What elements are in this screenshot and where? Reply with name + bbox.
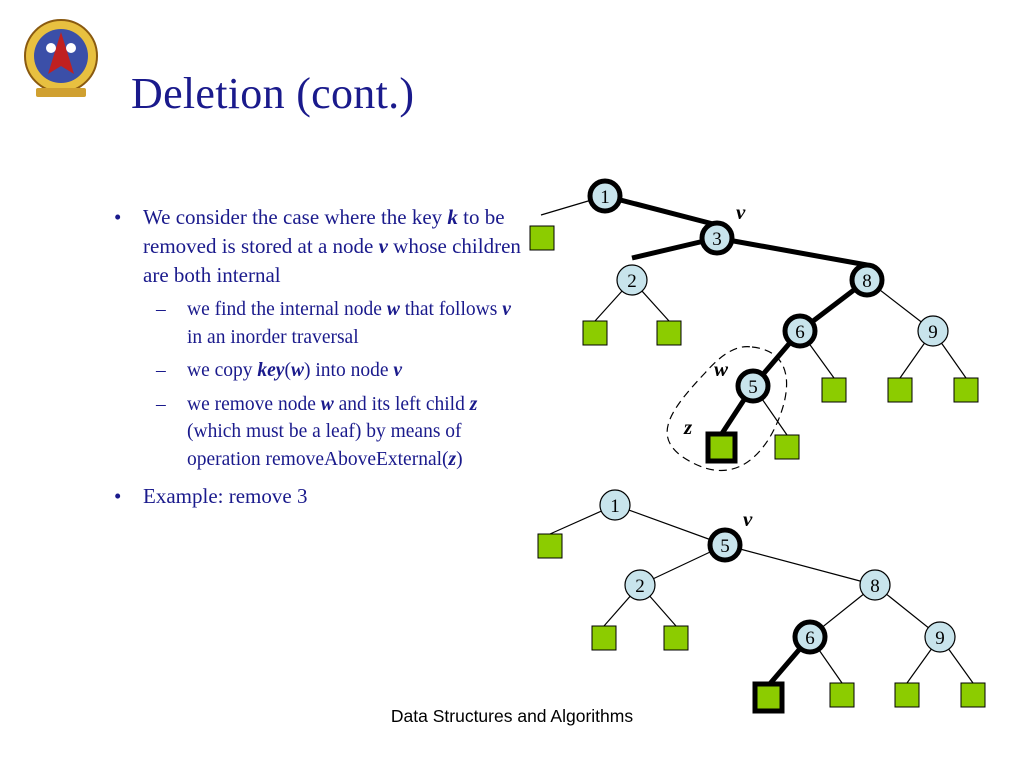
leaf-node-z <box>705 431 738 464</box>
bullet-text: we remove node <box>187 393 321 415</box>
bullet-text: ) into node <box>303 360 394 381</box>
node-label: 6 <box>795 322 805 343</box>
node-label: 1 <box>600 187 610 208</box>
leaf-node <box>582 320 608 346</box>
node-label: 2 <box>627 271 637 292</box>
bullet-text: in an inorder traversal <box>187 326 359 348</box>
leaf-node <box>887 377 913 403</box>
dash-marker: – <box>156 360 166 381</box>
leaf-node <box>774 434 800 460</box>
bullet-item: • We consider the case where the key k t… <box>104 203 524 290</box>
dashed-region <box>666 346 788 472</box>
institute-logo <box>24 19 98 97</box>
label-w: w <box>714 357 729 381</box>
sub-bullet-item: – we copy key(w) into node v <box>104 357 524 385</box>
var-v: v <box>502 299 511 320</box>
tree-node <box>735 368 771 404</box>
node-label: 1 <box>610 496 620 517</box>
tree-after: 1 5 2 8 6 9 v <box>537 489 986 714</box>
dash-marker: – <box>156 299 166 320</box>
bullet-list: • We consider the case where the key k t… <box>104 203 524 511</box>
tree-node <box>917 315 949 347</box>
leaf-node <box>591 625 617 651</box>
sub-bullet-item: – we remove node w and its left child z … <box>104 391 524 474</box>
tree-node <box>707 527 743 563</box>
bullet-text: ( <box>284 360 291 381</box>
leaf-node <box>894 682 920 708</box>
bullet-text: and its left child <box>333 393 470 415</box>
node-label: 9 <box>935 628 945 649</box>
var-z: z <box>448 448 457 470</box>
sub-bullet-item: – we find the internal node w that follo… <box>104 296 524 351</box>
label-z: z <box>683 415 693 439</box>
var-w: w <box>290 360 304 381</box>
tree-node <box>587 178 623 214</box>
var-k: k <box>447 205 458 229</box>
tree-edge <box>604 193 718 228</box>
leaf-node <box>821 377 847 403</box>
var-v: v <box>393 360 402 381</box>
leaf-node <box>537 533 563 559</box>
node-label: 5 <box>720 536 730 557</box>
tree-node <box>599 489 631 521</box>
bullet-text: (which must be a leaf) by means of opera… <box>187 421 462 470</box>
leaf-node <box>829 682 855 708</box>
tree-node <box>849 262 885 298</box>
leaf-node <box>663 625 689 651</box>
bullet-text: we copy <box>187 360 258 381</box>
dash-marker: – <box>156 393 166 415</box>
bullet-text: Example: remove 3 <box>143 484 308 508</box>
slide-title: Deletion (cont.) <box>131 69 415 118</box>
bullet-text: that follows <box>399 299 503 320</box>
var-v: v <box>378 234 388 258</box>
leaf-node <box>529 225 555 251</box>
bullet-item: • Example: remove 3 <box>104 482 524 511</box>
tree-node <box>699 220 735 256</box>
node-label: 6 <box>805 628 815 649</box>
leaf-node <box>953 377 979 403</box>
var-w: w <box>320 393 334 415</box>
bullet-text: whose children are both internal <box>143 234 521 287</box>
label-v: v <box>743 507 753 531</box>
bullet-text: We consider the case where the key <box>143 205 448 229</box>
node-label: 2 <box>635 576 645 597</box>
bullet-text: ) <box>456 448 463 470</box>
bullet-text: we find the internal node <box>187 299 387 320</box>
tree-node <box>624 569 656 601</box>
tree-node <box>792 619 828 655</box>
bullet-marker: • <box>114 205 122 229</box>
var-key: key <box>257 360 285 381</box>
tree-node <box>782 313 818 349</box>
tree-edge <box>614 504 726 546</box>
tree-node <box>924 621 956 653</box>
var-w: w <box>386 299 400 320</box>
node-label: 8 <box>870 576 880 597</box>
var-z: z <box>469 393 478 415</box>
node-label: 5 <box>748 377 758 398</box>
tree-node <box>859 569 891 601</box>
tree-edge <box>724 544 876 586</box>
node-label: 3 <box>712 229 722 250</box>
leaf-node <box>960 682 986 708</box>
tree-before: 1 3 2 8 6 9 5 v w z <box>529 178 979 472</box>
bullet-text: to be removed is stored at a node <box>143 205 505 258</box>
tree-edge <box>716 235 868 268</box>
tree-node <box>616 264 648 296</box>
bullet-marker: • <box>114 484 122 508</box>
slide-footer: Data Structures and Algorithms <box>390 706 634 726</box>
leaf-node <box>656 320 682 346</box>
label-v: v <box>736 200 746 224</box>
leaf-node-bold <box>752 681 785 714</box>
node-label: 9 <box>928 322 938 343</box>
node-label: 8 <box>862 271 872 292</box>
